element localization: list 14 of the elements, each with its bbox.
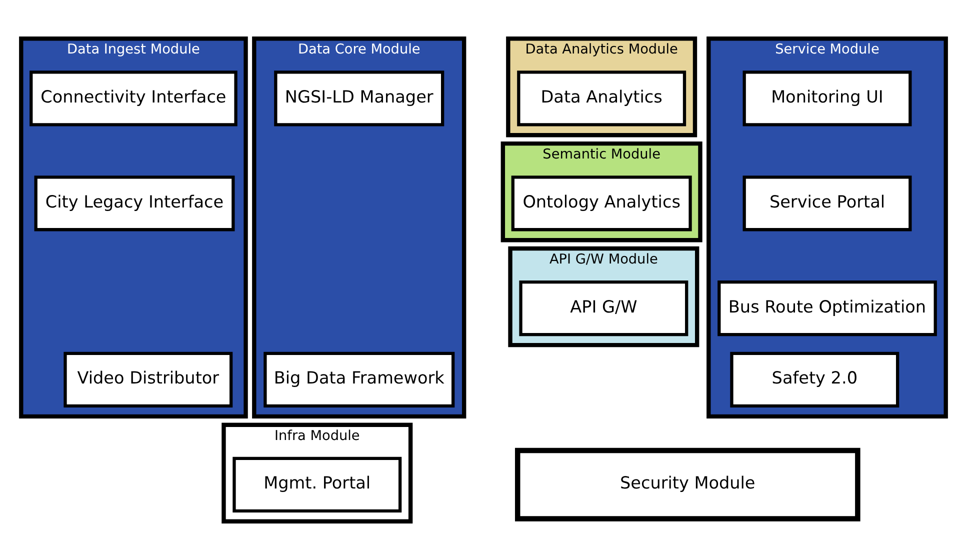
node-box: Bus Route Optimization (718, 280, 937, 336)
node-box: Video Distributor (64, 351, 233, 408)
node-box: Service Portal (742, 175, 912, 231)
node-box: City Legacy Interface (34, 175, 235, 231)
node-box: NGSI-LD Manager (274, 70, 444, 126)
node-box: Connectivity Interface (30, 70, 238, 126)
node-box: Ontology Analytics (511, 175, 692, 231)
node-box: Data Analytics (517, 70, 686, 126)
node-box: Monitoring UI (742, 70, 912, 126)
node-box: Mgmt. Portal (232, 456, 402, 512)
node-box: Big Data Framework (264, 351, 455, 408)
node-box: Security Module (514, 447, 860, 521)
node-box: Safety 2.0 (730, 351, 900, 408)
node-box: API G/W (519, 280, 688, 336)
